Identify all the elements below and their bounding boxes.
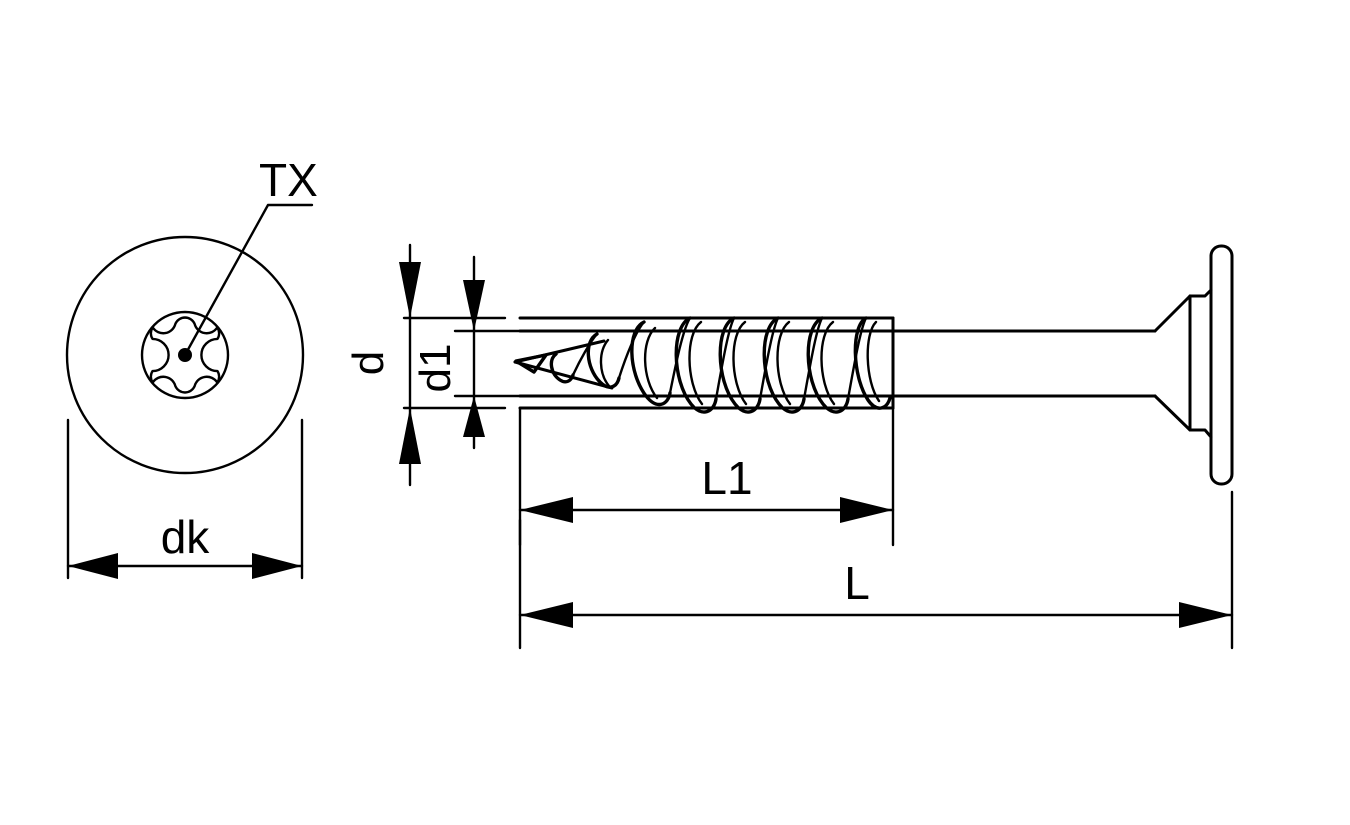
head-flange xyxy=(1209,244,1234,486)
dk-label: dk xyxy=(161,511,211,563)
dk-arrow-left-icon xyxy=(68,553,118,579)
head-on-view: TX dk xyxy=(65,154,318,580)
d1-label: d1 xyxy=(411,344,460,393)
thread-helix xyxy=(549,316,892,414)
l-arrow-right-icon xyxy=(1179,602,1232,628)
screw-body xyxy=(513,244,1234,486)
l-arrow-left-icon xyxy=(520,602,573,628)
head-cone xyxy=(1153,294,1192,432)
l1-dimension: L1 xyxy=(518,406,895,547)
d1-arrow-bottom-icon xyxy=(463,396,485,437)
side-view: d d1 L1 L xyxy=(344,243,1234,650)
d-label: d xyxy=(344,351,393,375)
torx-outer-circle xyxy=(140,310,230,400)
torx-star-icon xyxy=(149,316,221,394)
l1-arrow-right-icon xyxy=(840,497,893,523)
dk-arrow-right-icon xyxy=(252,553,302,579)
d1-dimension: d1 xyxy=(411,255,522,450)
tx-label: TX xyxy=(259,154,318,206)
d-dimension: d xyxy=(344,243,507,487)
l-dimension: L xyxy=(518,490,1234,650)
head-collar-bottom xyxy=(1188,428,1213,439)
dk-dimension: dk xyxy=(66,418,304,580)
l-label: L xyxy=(844,557,870,609)
l1-label: L1 xyxy=(701,452,752,504)
tx-leader-line-icon xyxy=(183,203,314,357)
d-arrow-top-icon xyxy=(399,262,421,318)
d1-arrow-top-icon xyxy=(463,280,485,331)
l1-arrow-left-icon xyxy=(520,497,573,523)
head-collar-top xyxy=(1188,288,1213,298)
d-arrow-bottom-icon xyxy=(399,408,421,464)
head-outer-circle xyxy=(65,235,305,475)
screw-head xyxy=(1153,244,1234,486)
